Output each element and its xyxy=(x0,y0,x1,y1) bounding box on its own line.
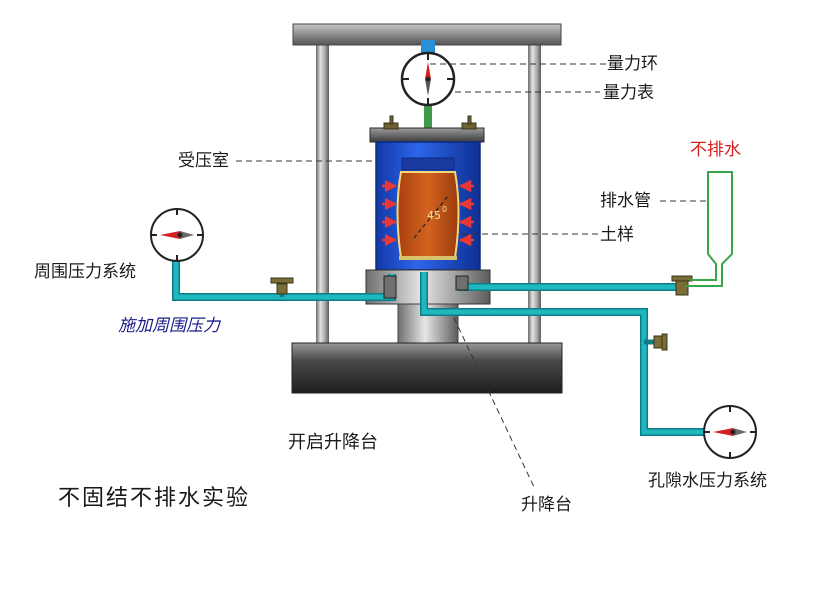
machine-base xyxy=(291,342,563,394)
confining-pressure-gauge xyxy=(150,208,204,262)
cap-bolts xyxy=(383,115,477,130)
base-connector-left xyxy=(383,275,397,299)
failure-plane xyxy=(413,195,449,239)
loading-cap xyxy=(401,157,455,171)
frame-post-right xyxy=(528,35,541,353)
label-confining-pressure-system: 周围压力系统 xyxy=(34,262,136,282)
label-no-drainage: 不排水 xyxy=(690,140,741,160)
leader-lines xyxy=(236,63,706,488)
label-soil-sample: 土样 xyxy=(600,225,634,245)
frame-post-left xyxy=(316,35,329,353)
valve-confining xyxy=(270,277,294,295)
diagram-title: 不固结不排水实验 xyxy=(58,486,251,511)
valve-pore xyxy=(653,333,668,351)
label-force-gauge: 量力表 xyxy=(603,83,654,103)
valve-drain xyxy=(671,275,693,296)
cell-top-cap xyxy=(369,127,485,143)
drainage-tube xyxy=(686,171,733,287)
force-gauge-dial xyxy=(400,51,456,107)
label-pressure-chamber: 受压室 xyxy=(178,151,229,171)
label-drain-pipe: 排水管 xyxy=(600,191,651,211)
porous-stone xyxy=(399,256,457,260)
angle-label: 45 xyxy=(427,209,441,222)
label-apply-confining-pressure: 施加周围压力 xyxy=(118,316,220,336)
confining-arrows xyxy=(382,179,474,247)
gauge-stem xyxy=(421,40,435,54)
label-force-ring: 量力环 xyxy=(607,54,658,74)
base-connector-right xyxy=(455,275,469,291)
label-start-platform: 开启升降台 xyxy=(288,432,378,453)
pore-pressure-gauge xyxy=(703,405,757,459)
label-platform: 升降台 xyxy=(521,495,572,515)
label-pore-pressure-system: 孔隙水压力系统 xyxy=(648,471,767,491)
angle-degree: 0 xyxy=(442,205,448,214)
